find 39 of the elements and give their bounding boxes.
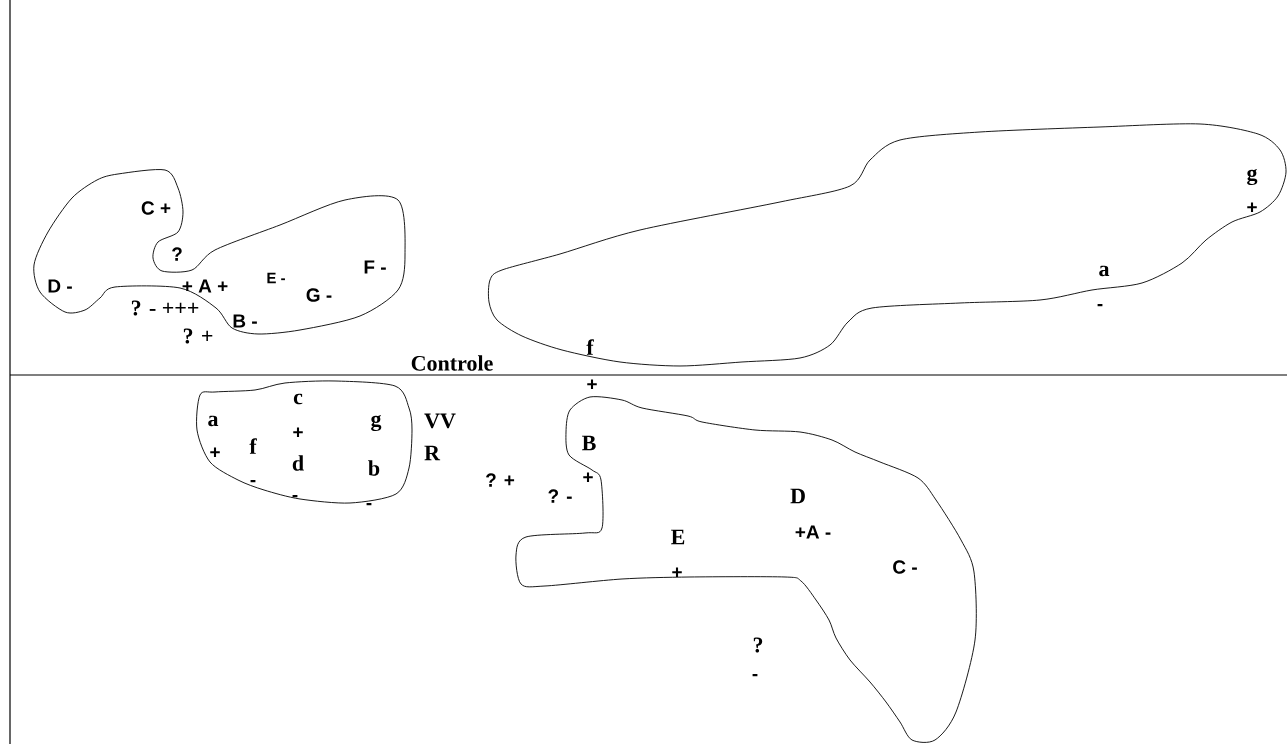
region-label: C + [141,201,171,215]
region-label: + [1247,202,1257,213]
region-label: E [671,529,685,545]
marker-label: f [586,339,594,355]
region-label: B [582,435,596,451]
marker-label: ? [753,637,763,653]
marker-label: Controle [411,355,493,371]
region-label: a [208,415,219,427]
region-label: + [293,427,303,438]
region-label: B - [233,314,257,328]
region-label: + A + [182,279,228,293]
region-label: + [672,567,682,578]
region-label: F - [364,260,386,274]
region-label: b [368,460,380,476]
region-label: D [790,488,805,504]
region-label: g [1247,168,1258,186]
marker-label: ? [172,247,182,261]
marker-label: ? + [183,328,213,344]
region-label: g [371,414,382,432]
region-label: f [249,438,257,454]
region-label: + [583,472,593,483]
region-label: d [292,455,304,471]
marker-label: - [752,673,758,677]
marker-label: VV [424,413,456,429]
region-label: + [210,447,220,458]
region-label: E - [267,272,285,284]
region-label: +A - [795,525,831,539]
region-label: G - [306,288,332,302]
region-label: C - [893,560,917,574]
region-label: - [292,494,298,498]
marker-label: ? - [548,489,572,503]
region-label: D - [48,279,72,293]
marker-label: ? - +++ [131,300,199,316]
marker-label: - [366,502,372,506]
region-label: c [293,393,303,405]
marker-label: + [587,379,597,390]
region-label: - [1097,303,1103,307]
region-label: a [1099,265,1110,277]
region-label: - [250,479,256,483]
